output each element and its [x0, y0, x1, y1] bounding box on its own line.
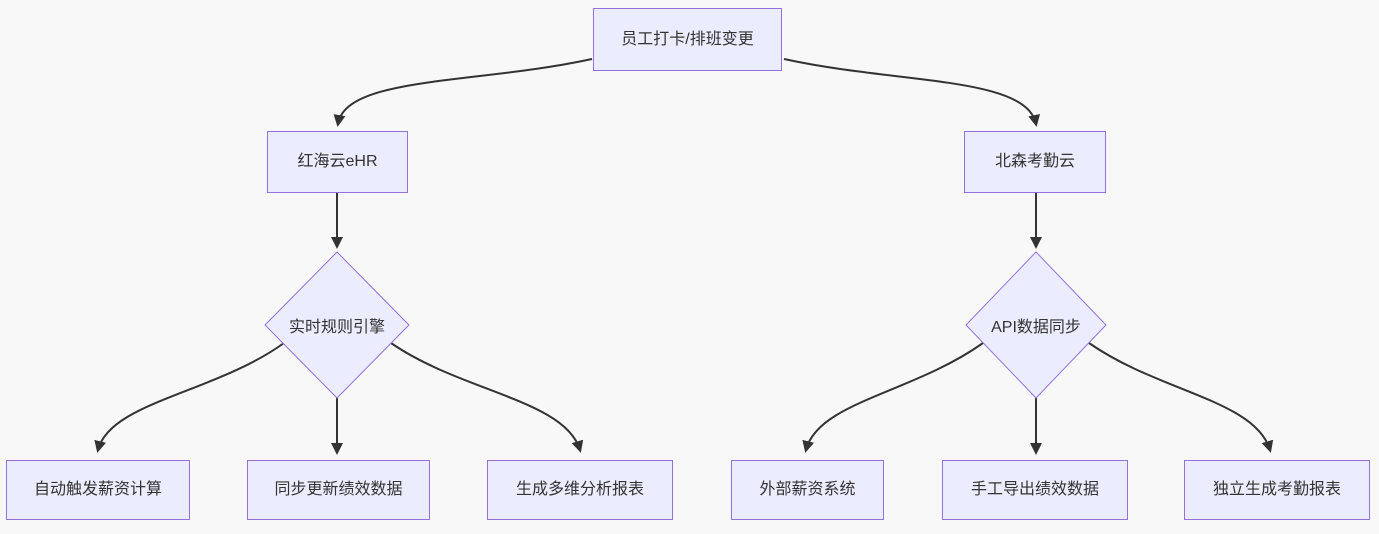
node-ext-payroll: 外部薪资系统: [731, 460, 884, 520]
edge-trigger-to-honghai: [333, 58, 593, 127]
edge-trigger-to-beisen: [783, 58, 1041, 127]
node-trigger-label: 员工打卡/排班变更: [621, 30, 754, 48]
node-honghai-ehr: 红海云eHR: [267, 131, 408, 193]
edge-rule-engine-to-auto-payroll: [94, 342, 285, 453]
edge-api-sync-to-standalone-report: [1088, 342, 1274, 453]
node-auto-payroll: 自动触发薪资计算: [6, 460, 190, 520]
node-auto-payroll-label: 自动触发薪资计算: [33, 481, 162, 499]
node-ext-payroll-label: 外部薪资系统: [759, 481, 856, 499]
node-standalone-report: 独立生成考勤报表: [1184, 460, 1370, 520]
node-sync-perf-label: 同步更新绩效数据: [274, 481, 403, 499]
node-multi-report-label: 生成多维分析报表: [515, 481, 644, 499]
node-trigger: 员工打卡/排班变更: [593, 8, 782, 71]
node-honghai-ehr-label: 红海云eHR: [297, 153, 378, 171]
edge-rule-engine-to-multi-report: [390, 342, 584, 453]
node-multi-report: 生成多维分析报表: [487, 460, 673, 520]
edge-api-sync-to-ext-payroll: [802, 342, 984, 453]
node-sync-perf: 同步更新绩效数据: [247, 460, 430, 520]
node-manual-perf: 手工导出绩效数据: [942, 460, 1128, 520]
decision-api-sync-shape: [965, 251, 1107, 399]
node-manual-perf-label: 手工导出绩效数据: [970, 481, 1099, 499]
node-standalone-report-label: 独立生成考勤报表: [1212, 481, 1341, 499]
decision-rule-engine-shape: [264, 251, 410, 399]
node-beisen-attendance-label: 北森考勤云: [994, 153, 1075, 171]
node-beisen-attendance: 北森考勤云: [964, 131, 1106, 193]
